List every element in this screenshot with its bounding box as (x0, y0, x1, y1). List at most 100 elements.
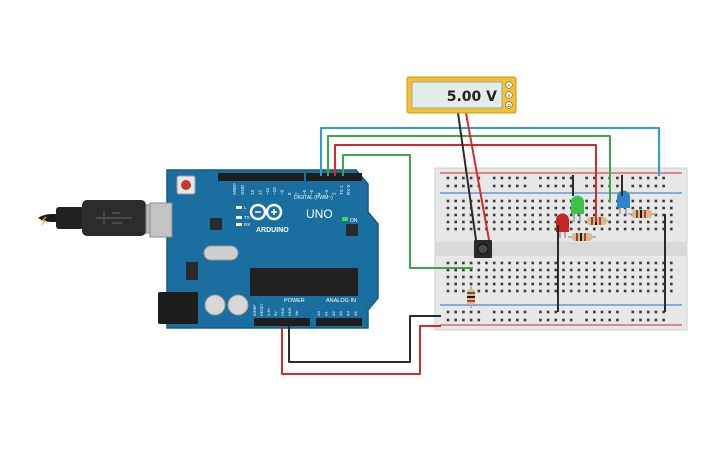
breadboard-hole[interactable] (485, 275, 488, 279)
breadboard-hole[interactable] (646, 289, 650, 293)
breadboard-hole[interactable] (477, 268, 481, 272)
terminal-v[interactable] (505, 91, 513, 99)
breadboard-hole[interactable] (539, 268, 542, 272)
breadboard-hole[interactable] (600, 176, 604, 180)
breadboard-hole[interactable] (631, 220, 635, 224)
breadboard-hole[interactable] (608, 206, 611, 210)
breadboard-hole[interactable] (546, 318, 550, 322)
breadboard-hole[interactable] (485, 289, 488, 293)
breadboard-hole[interactable] (600, 261, 604, 265)
breadboard-hole[interactable] (546, 268, 550, 272)
breadboard-hole[interactable] (477, 261, 481, 265)
resistor-pulldown[interactable] (467, 286, 475, 308)
breadboard-hole[interactable] (608, 289, 611, 293)
breadboard-hole[interactable] (631, 184, 635, 188)
breadboard-hole[interactable] (616, 176, 619, 180)
breadboard-hole[interactable] (500, 176, 504, 180)
breadboard-hole[interactable] (546, 176, 550, 180)
breadboard-hole[interactable] (600, 213, 604, 217)
breadboard-hole[interactable] (569, 220, 573, 224)
breadboard-hole[interactable] (454, 275, 457, 279)
breadboard-hole[interactable] (523, 206, 527, 210)
breadboard-hole[interactable] (631, 206, 635, 210)
breadboard-hole[interactable] (670, 282, 673, 286)
breadboard-hole[interactable] (516, 261, 519, 265)
breadboard-hole[interactable] (585, 318, 588, 322)
breadboard-hole[interactable] (508, 318, 511, 322)
breadboard-hole[interactable] (462, 261, 465, 265)
breadboard-hole[interactable] (539, 176, 542, 180)
breadboard-hole[interactable] (639, 199, 642, 203)
breadboard-hole[interactable] (554, 213, 558, 217)
breadboard-hole[interactable] (608, 213, 611, 217)
breadboard-hole[interactable] (569, 289, 573, 293)
breadboard-hole[interactable] (516, 206, 519, 210)
breadboard-hole[interactable] (546, 206, 550, 210)
breadboard-hole[interactable] (654, 213, 658, 217)
breadboard-hole[interactable] (662, 199, 665, 203)
breadboard-hole[interactable] (654, 310, 658, 314)
resistor-red-led[interactable] (568, 233, 596, 241)
breadboard-hole[interactable] (485, 199, 488, 203)
breadboard-hole[interactable] (539, 318, 542, 322)
breadboard-hole[interactable] (662, 318, 665, 322)
breadboard-hole[interactable] (446, 206, 450, 210)
breadboard-hole[interactable] (662, 206, 665, 210)
breadboard-hole[interactable] (539, 206, 542, 210)
breadboard-hole[interactable] (492, 227, 496, 231)
breadboard-hole[interactable] (446, 261, 450, 265)
breadboard-hole[interactable] (523, 184, 527, 188)
breadboard-hole[interactable] (446, 275, 450, 279)
breadboard-hole[interactable] (462, 268, 465, 272)
breadboard-hole[interactable] (562, 289, 565, 293)
breadboard-hole[interactable] (631, 282, 635, 286)
breadboard-hole[interactable] (500, 268, 504, 272)
resistor-blue-led[interactable] (628, 210, 656, 218)
breadboard-hole[interactable] (454, 261, 457, 265)
breadboard-hole[interactable] (608, 227, 611, 231)
breadboard-hole[interactable] (485, 213, 488, 217)
breadboard-hole[interactable] (446, 227, 450, 231)
breadboard-hole[interactable] (462, 318, 465, 322)
breadboard-hole[interactable] (646, 227, 650, 231)
breadboard-hole[interactable] (508, 289, 511, 293)
breadboard-hole[interactable] (492, 220, 496, 224)
breadboard-hole[interactable] (585, 199, 588, 203)
breadboard-hole[interactable] (523, 268, 527, 272)
breadboard-hole[interactable] (639, 318, 642, 322)
breadboard-hole[interactable] (462, 184, 465, 188)
breadboard-hole[interactable] (600, 227, 604, 231)
breadboard-hole[interactable] (600, 206, 604, 210)
breadboard-hole[interactable] (500, 184, 504, 188)
breadboard-hole[interactable] (469, 184, 473, 188)
breadboard-hole[interactable] (585, 176, 588, 180)
breadboard-hole[interactable] (477, 199, 481, 203)
breadboard-hole[interactable] (670, 275, 673, 279)
breadboard-hole[interactable] (508, 176, 511, 180)
breadboard-hole[interactable] (639, 282, 642, 286)
breadboard-hole[interactable] (531, 199, 534, 203)
wire-green-to-led[interactable] (327, 135, 611, 202)
breadboard-hole[interactable] (562, 275, 565, 279)
breadboard-hole[interactable] (593, 268, 596, 272)
breadboard-hole[interactable] (608, 282, 611, 286)
breadboard-hole[interactable] (462, 289, 465, 293)
breadboard-hole[interactable] (593, 261, 596, 265)
breadboard-hole[interactable] (654, 261, 658, 265)
breadboard-hole[interactable] (516, 176, 519, 180)
breadboard-hole[interactable] (546, 310, 550, 314)
breadboard-hole[interactable] (670, 213, 673, 217)
pushbutton[interactable] (474, 240, 492, 258)
breadboard-hole[interactable] (500, 289, 504, 293)
breadboard-hole[interactable] (469, 275, 473, 279)
breadboard-hole[interactable] (593, 176, 596, 180)
wire-green-to-button[interactable] (342, 154, 473, 269)
reset-button-cap[interactable] (181, 180, 191, 190)
breadboard-hole[interactable] (646, 282, 650, 286)
breadboard-hole[interactable] (646, 199, 650, 203)
led-red[interactable] (556, 213, 569, 239)
breadboard-hole[interactable] (623, 275, 627, 279)
breadboard-hole[interactable] (477, 318, 481, 322)
breadboard-hole[interactable] (631, 261, 635, 265)
